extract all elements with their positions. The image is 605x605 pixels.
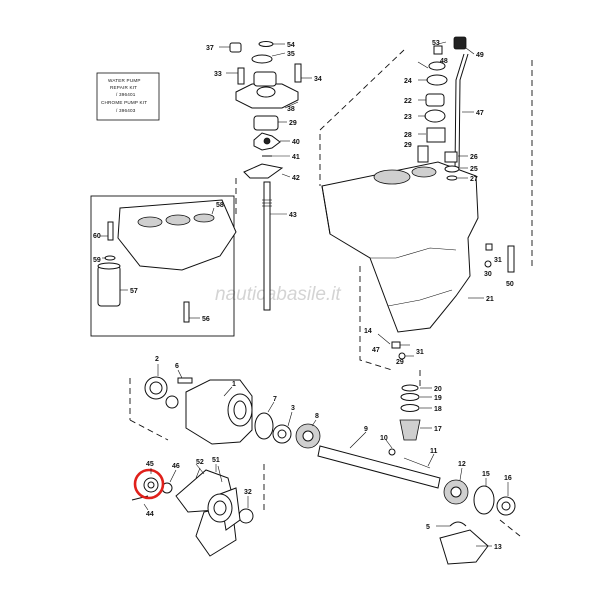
part-number-labels: 37 54 35 33 34 38 29 40 41 42 43 58 60 5… <box>93 40 514 551</box>
part-label-50: 50 <box>506 281 514 288</box>
part-label-24: 24 <box>404 78 412 85</box>
part-label-34: 34 <box>314 76 322 83</box>
kit-line-5: / 396403 <box>116 108 136 113</box>
part-label-31b: 31 <box>416 349 424 356</box>
part-label-21: 21 <box>486 296 494 303</box>
part-label-32: 32 <box>244 489 252 496</box>
part-label-29c: 29 <box>396 359 404 366</box>
water-pump-assembly <box>219 41 312 311</box>
part-label-33: 33 <box>214 71 222 78</box>
part-label-15: 15 <box>482 471 490 478</box>
part-label-13: 13 <box>494 544 502 551</box>
part-label-25: 25 <box>470 166 478 173</box>
part-label-28: 28 <box>404 132 412 139</box>
kit-line-4: CHROME PUMP KIT <box>101 100 147 105</box>
part-label-23: 23 <box>404 114 412 121</box>
part-label-17: 17 <box>434 426 442 433</box>
gear-train <box>144 376 516 565</box>
part-label-3: 3 <box>291 405 295 412</box>
part-label-51: 51 <box>212 457 220 464</box>
part-label-2: 2 <box>155 356 159 363</box>
part-label-57: 57 <box>130 288 138 295</box>
part-label-58: 58 <box>216 202 224 209</box>
part-label-11: 11 <box>430 448 438 455</box>
gearcase-housing <box>321 161 515 360</box>
propeller <box>175 463 241 557</box>
part-label-42: 42 <box>292 175 300 182</box>
part-label-53: 53 <box>432 40 440 47</box>
part-label-22: 22 <box>404 98 412 105</box>
prop-nut-group <box>131 468 173 501</box>
part-label-14: 14 <box>364 328 372 335</box>
part-label-60: 60 <box>93 233 101 240</box>
part-label-27: 27 <box>470 176 478 183</box>
part-label-1: 1 <box>232 381 236 388</box>
part-label-45: 45 <box>146 461 154 468</box>
inset-box <box>90 195 237 337</box>
leader-lines <box>100 41 509 547</box>
part-label-10: 10 <box>380 435 388 442</box>
part-label-18: 18 <box>434 406 442 413</box>
kit-line-3: / 396401 <box>116 92 136 97</box>
highlight-circle <box>133 468 165 500</box>
part-label-12: 12 <box>458 461 466 468</box>
kit-line-1: WATER PUMP <box>108 78 141 83</box>
water-pump-kit-box: WATER PUMP REPAIR KIT / 396401 CHROME PU… <box>96 72 160 121</box>
part-label-20: 20 <box>434 386 442 393</box>
alignment-lines <box>129 49 533 537</box>
part-label-47b: 47 <box>372 347 380 354</box>
part-label-54: 54 <box>287 42 295 49</box>
part-label-16: 16 <box>504 475 512 482</box>
part-label-29a: 29 <box>289 120 297 127</box>
part-label-44: 44 <box>146 511 154 518</box>
part-label-59: 59 <box>93 257 101 264</box>
part-label-46: 46 <box>172 463 180 470</box>
part-label-48: 48 <box>440 58 448 65</box>
part-label-47a: 47 <box>476 110 484 117</box>
part-label-43: 43 <box>289 212 297 219</box>
part-label-37: 37 <box>206 45 214 52</box>
part-label-7: 7 <box>273 396 277 403</box>
part-label-52: 52 <box>196 459 204 466</box>
part-label-56: 56 <box>202 316 210 323</box>
part-label-29b: 29 <box>404 142 412 149</box>
part-label-31a: 31 <box>494 257 502 264</box>
part-label-9: 9 <box>364 426 368 433</box>
part-label-38: 38 <box>287 106 295 113</box>
watermark-text: nauticabasile.it <box>215 284 341 305</box>
part-label-30: 30 <box>484 271 492 278</box>
part-label-26: 26 <box>470 154 478 161</box>
part-label-49: 49 <box>476 52 484 59</box>
part-label-6: 6 <box>175 363 179 370</box>
kit-line-2: REPAIR KIT <box>110 85 137 90</box>
part-label-35: 35 <box>287 51 295 58</box>
part-label-5: 5 <box>426 524 430 531</box>
part-label-8: 8 <box>315 413 319 420</box>
part-label-40: 40 <box>292 139 300 146</box>
part-label-41: 41 <box>292 154 300 161</box>
part-label-19: 19 <box>434 395 442 402</box>
shift-assembly <box>417 36 469 181</box>
